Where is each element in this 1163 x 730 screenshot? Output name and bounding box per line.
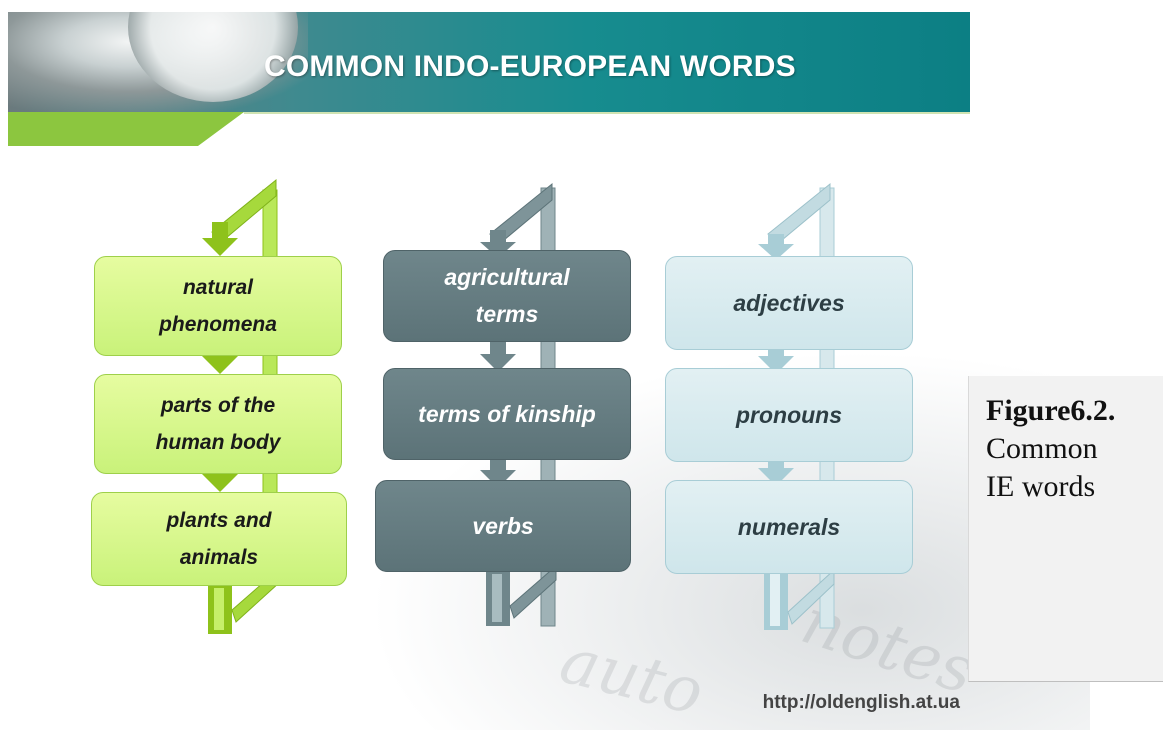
box-text-line: parts of the	[160, 394, 276, 417]
header-accent-stripe	[8, 112, 970, 146]
box-text-line: plants and	[166, 509, 272, 532]
box-text-line: numerals	[737, 513, 841, 540]
box-plants-and-animals: plants and animals	[91, 492, 347, 586]
caption-title: Figure6.2.	[986, 394, 1116, 427]
box-adjectives: adjectives	[665, 256, 913, 350]
box-parts-of-human-body: parts of the human body	[94, 374, 342, 474]
caption-text: Common	[986, 432, 1098, 465]
box-natural-phenomena: natural phenomena	[94, 256, 342, 356]
box-text-line: phenomena	[159, 313, 277, 336]
box-agricultural-terms: agricultural terms	[383, 250, 631, 342]
footer-url: http://oldenglish.at.ua	[762, 692, 960, 713]
box-pronouns: pronouns	[665, 368, 913, 462]
box-terms-of-kinship: terms of kinship	[383, 368, 631, 460]
caption-text: IE words	[986, 470, 1096, 503]
box-text-line: natural	[182, 276, 253, 299]
figure-caption: Figure6.2. Common IE words	[968, 376, 1163, 682]
box-text-line: agricultural	[444, 264, 570, 290]
box-text-line: verbs	[472, 512, 534, 539]
box-text-line: terms	[475, 301, 539, 327]
box-text-line: terms of kinship	[418, 400, 596, 427]
page-title: COMMON INDO-EUROPEAN WORDS	[264, 50, 796, 83]
box-numerals: numerals	[665, 480, 913, 574]
box-text-line: adjectives	[733, 289, 845, 316]
box-text-line: human body	[155, 431, 281, 454]
box-text-line: animals	[179, 546, 259, 569]
header-banner: COMMON INDO-EUROPEAN WORDS	[8, 12, 970, 112]
box-verbs: verbs	[375, 480, 631, 572]
box-text-line: pronouns	[735, 401, 843, 428]
